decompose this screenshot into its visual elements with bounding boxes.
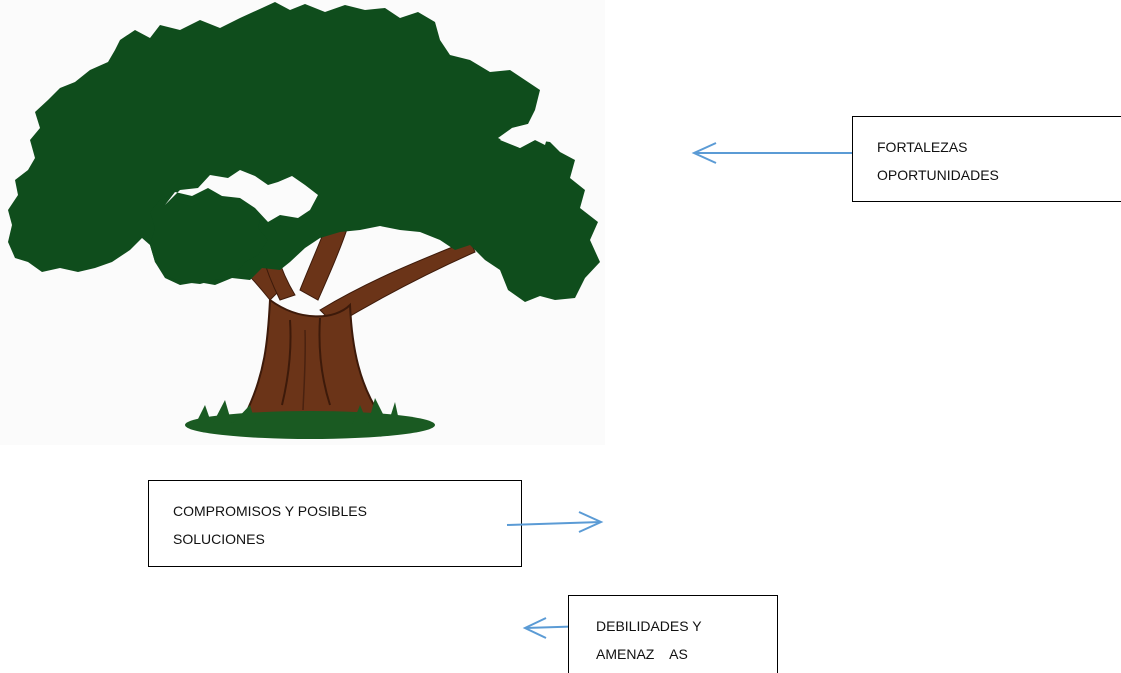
threats-label: AMENAZ AS [596,646,688,662]
strengths-opportunities-box: FORTALEZAS OPORTUNIDADES [852,116,1121,202]
solutions-label: SOLUCIONES [173,531,265,547]
arrow-right-icon [506,511,604,533]
arrow-left-icon [691,142,858,164]
tree-icon [0,0,605,445]
tree-illustration [0,0,605,445]
commitments-label: COMPROMISOS Y POSIBLES [173,503,367,519]
tree-grass [185,398,435,439]
strengths-label: FORTALEZAS [877,139,968,155]
tree-gaps [165,124,548,222]
tree-foliage [8,2,600,302]
tree-trunk [243,298,382,416]
opportunities-label: OPORTUNIDADES [877,167,999,183]
weaknesses-label: DEBILIDADES Y [596,618,702,634]
commitments-solutions-box: COMPROMISOS Y POSIBLES SOLUCIONES [148,480,522,567]
weaknesses-threats-box: DEBILIDADES Y AMENAZ AS [568,595,778,673]
